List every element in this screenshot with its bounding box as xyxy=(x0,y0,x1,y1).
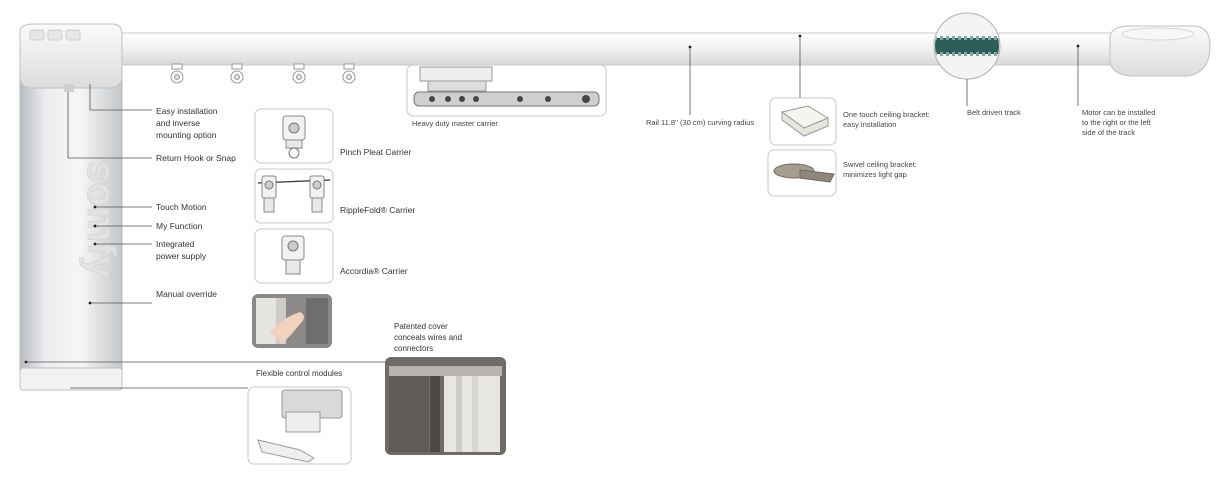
label-my-function: My Function xyxy=(156,221,203,231)
label-manual-override: Manual override xyxy=(156,289,217,299)
motor-unit xyxy=(19,23,123,391)
label-motor-side: Motor can be installed to the right or t… xyxy=(1082,108,1156,137)
belt-zoom-icon xyxy=(933,12,1001,80)
ripplefold-carrier-image xyxy=(254,168,334,224)
label-accordia: Accordia® Carrier xyxy=(340,266,408,276)
label-integrated-power: Integrated power supply xyxy=(156,239,207,261)
cover-icon xyxy=(385,357,506,455)
label-one-touch: One touch ceiling bracket: easy installa… xyxy=(843,110,930,129)
ceiling-glider-icon xyxy=(170,63,356,84)
label-return-hook: Return Hook or Snap xyxy=(156,153,236,163)
swivel-bracket-image xyxy=(767,149,837,197)
control-module-icon xyxy=(247,386,352,465)
label-pinch-pleat: Pinch Pleat Carrier xyxy=(340,147,412,157)
label-flexible-modules: Flexible control modules xyxy=(256,369,343,378)
label-heavy-duty: Heavy duty master carrier xyxy=(412,119,498,128)
label-patented-cover: Patented cover conceals wires and connec… xyxy=(394,322,463,353)
label-swivel: Swivel ceiling bracket: minimizes light … xyxy=(843,160,917,179)
manual-override-image xyxy=(252,294,332,348)
label-touch-motion: Touch Motion xyxy=(156,202,207,212)
bracket-icon xyxy=(769,97,837,146)
label-rail-radius: Rail 11.8'' (30 cm) curving radius xyxy=(646,118,755,127)
label-easy-installation: Easy installation and inverse mounting o… xyxy=(156,106,218,140)
leader-lines xyxy=(26,36,1079,389)
label-belt: Belt driven track xyxy=(967,108,1021,117)
heavy-duty-carrier-image xyxy=(406,64,607,117)
leader-dots xyxy=(24,34,1080,364)
accordia-carrier-image xyxy=(254,228,334,284)
pinch-pleat-carrier-image xyxy=(254,108,334,164)
label-ripplefold: RippleFold® Carrier xyxy=(340,205,416,215)
somfy-logo: somfy xyxy=(79,160,123,279)
motor-head-right xyxy=(1109,25,1211,77)
